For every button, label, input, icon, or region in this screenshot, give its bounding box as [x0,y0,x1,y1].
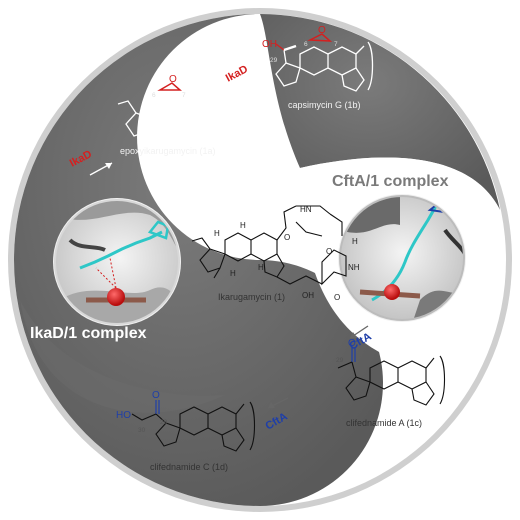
ika-oh: OH [302,291,314,300]
label-clifednamide-c: clifednamide C (1d) [150,462,228,472]
ika-h1: H [214,229,220,238]
capsimycin-epoxide-oxygen-label: O [318,25,326,36]
epoxy-oxygen-label: O [169,74,177,85]
structure-clifednamide-a: O 29 [336,338,446,406]
heme-iron-left [107,288,125,306]
capsimycin-hydroxyl-label: OH [262,39,277,50]
disc-dark-lobe-top [260,14,500,210]
arrow-ikad-to-1b [235,77,259,91]
clifednamide-c-c30-label: 30 [138,427,146,434]
capsimycin-c6-label: 6 [304,41,308,48]
epoxy-c7-label: 7 [182,92,186,99]
clifednamide-c-oxygen-label: O [152,390,160,401]
clifednamide-a-c29-label: 29 [336,357,344,364]
yin-yang-disc [8,8,512,512]
complex-label-ikad: IkaD/1 complex [30,325,147,342]
clifednamide-c-hydroxyl-label: HO [116,410,131,421]
clifednamide-a-oxygen-label: O [348,338,356,349]
disc-dark-bottom-blend [20,300,225,413]
ika-hn: HN [300,205,312,214]
ika-h3: H [258,263,264,272]
ika-nh: NH [348,263,360,272]
ika-o1: O [284,233,290,242]
structure-capsimycin-g: O OH 29 6 7 [262,25,374,92]
ika-h2: H [240,221,246,230]
ika-h5: H [352,237,358,246]
clifednamide-c-c29-label: 29 [160,419,168,426]
heme-iron-right [384,284,400,300]
ika-o2: O [326,247,332,256]
label-clifednamide-a: clifednamide A (1c) [346,418,422,428]
ika-h4: H [230,269,236,278]
label-ikarugamycin: Ikarugamycin (1) [218,292,285,302]
epoxy-c6-label: 6 [152,92,156,99]
structure-clifednamide-c: O HO 29 30 [116,390,256,452]
label-epoxyikarugamycin: epoxyikarugamycin (1a) [120,146,216,156]
label-capsimycin-g: capsimycin G (1b) [288,100,361,110]
capsimycin-c29-label: 29 [270,57,278,64]
capsimycin-c7-label: 7 [334,41,338,48]
complex-label-cfta: CftA/1 complex [332,173,449,190]
arrow-ikad-to-1a [89,162,113,176]
ika-o3: O [334,293,340,302]
arrow-cfta-to-1d [267,397,289,409]
arrow-cfta-to-1c [349,325,369,339]
structure-ikarugamycin: H H H H H O O O OH HN NH [191,205,360,302]
structure-epoxyikarugamycin: O 6 7 [117,74,224,142]
